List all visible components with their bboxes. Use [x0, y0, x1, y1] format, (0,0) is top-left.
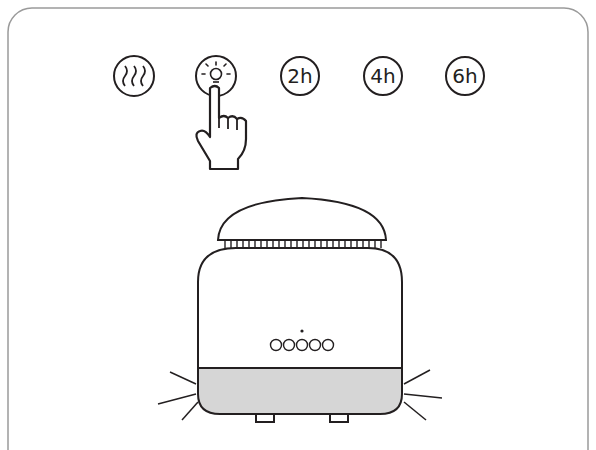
mist-button — [114, 56, 154, 96]
light-rays — [158, 370, 442, 420]
frame — [8, 8, 588, 450]
pointing-hand — [196, 86, 246, 169]
hand-fingers — [219, 118, 237, 130]
timer-button: 4h — [363, 56, 403, 96]
feet — [256, 414, 348, 422]
control-buttons — [271, 340, 334, 351]
timer-button: 2h — [280, 56, 320, 96]
timer-button: 6h — [445, 56, 485, 96]
timer-label: 4h — [370, 66, 395, 86]
diffuser-body — [198, 248, 402, 370]
timer-label: 6h — [452, 66, 477, 86]
diffuser-lid — [218, 198, 386, 240]
vent-grill — [222, 240, 382, 248]
light-base — [198, 368, 402, 414]
indicator-dot — [300, 329, 303, 332]
timer-label: 2h — [287, 66, 312, 86]
